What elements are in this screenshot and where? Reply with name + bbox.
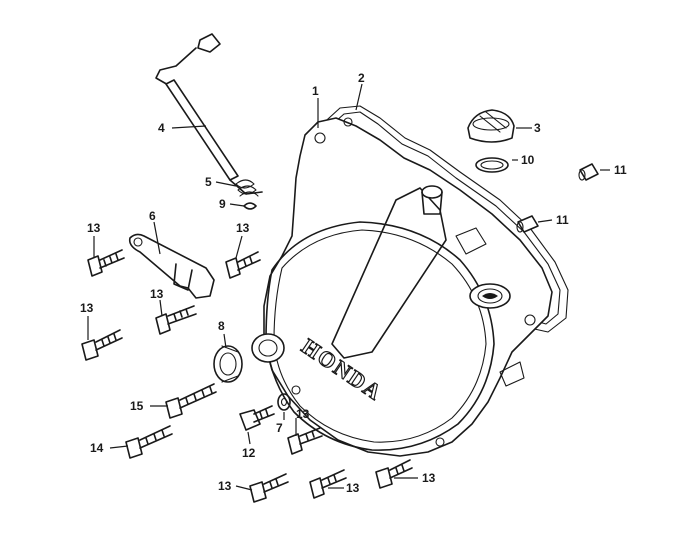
- bolt-boss: [314, 132, 326, 144]
- callout-1: 1: [312, 84, 319, 98]
- callout-11: 11: [614, 163, 627, 177]
- callout-13: 13: [236, 221, 250, 235]
- flange-bolt: [87, 249, 125, 277]
- callout-8: 8: [218, 319, 225, 333]
- cover-dome-rim: [273, 229, 487, 443]
- callout-6: 6: [149, 209, 156, 223]
- shift-plate: [128, 233, 215, 299]
- callout-7: 7: [276, 421, 283, 435]
- right-crankcase-cover: HONDA: [251, 117, 553, 457]
- cover-side-detail: [455, 227, 487, 255]
- callout-4: 4: [158, 121, 165, 135]
- callouts: 1 2 3 4 5 6 7 8 9 10 11 11 12 13 13 13 1…: [80, 71, 627, 495]
- cover-side-detail: [499, 361, 525, 387]
- upper-boss-body: [421, 191, 443, 215]
- flange-bolt: [225, 251, 261, 279]
- bolt-boss: [435, 437, 445, 447]
- o-ring: [475, 157, 509, 173]
- callout-11: 11: [556, 213, 569, 227]
- bolt-boss: [291, 385, 301, 395]
- callout-2: 2: [358, 71, 365, 85]
- callout-15: 15: [130, 399, 144, 413]
- flange-bolt: [309, 469, 347, 499]
- shift-arm-rod: [155, 33, 263, 195]
- upper-boss: [421, 185, 443, 199]
- oil-filler-thread: [477, 288, 503, 304]
- cover-outline: [263, 117, 553, 457]
- retaining-clip: [243, 202, 257, 210]
- long-bolt: [125, 425, 173, 459]
- callout-13: 13: [218, 479, 232, 493]
- flange-bolt: [375, 459, 413, 489]
- leader-lines: [87, 83, 610, 491]
- callout-13: 13: [80, 301, 94, 315]
- hex-bolt: [239, 405, 275, 431]
- flange-bolt: [81, 329, 123, 361]
- bolt-boss: [524, 314, 536, 326]
- shaft-opening: [251, 333, 285, 363]
- callout-13: 13: [422, 471, 436, 485]
- oil-seal: [213, 345, 243, 383]
- callout-14: 14: [90, 441, 104, 455]
- callout-13: 13: [346, 481, 360, 495]
- dowel-pin: [578, 163, 599, 181]
- long-bolt: [165, 383, 217, 419]
- flange-bolt: [287, 427, 323, 455]
- callout-12: 12: [242, 446, 256, 460]
- bolt-boss: [343, 117, 353, 127]
- callout-10: 10: [521, 153, 535, 167]
- callout-3: 3: [534, 121, 541, 135]
- flange-bolt: [155, 305, 197, 335]
- callout-9: 9: [219, 197, 226, 211]
- dowel-pin: [516, 215, 539, 233]
- callout-13: 13: [296, 407, 310, 421]
- flange-bolt: [249, 473, 289, 503]
- callout-13: 13: [150, 287, 164, 301]
- oil-filler-hole: [482, 293, 498, 299]
- o-ring-inner: [480, 160, 504, 170]
- sealing-washer: [277, 393, 291, 411]
- callout-13: 13: [87, 221, 101, 235]
- callout-5: 5: [205, 175, 212, 189]
- shaft-opening-inner: [258, 339, 278, 357]
- oil-filler-cap: [467, 109, 515, 143]
- cover-dome: [265, 221, 495, 451]
- return-spring: [235, 179, 259, 197]
